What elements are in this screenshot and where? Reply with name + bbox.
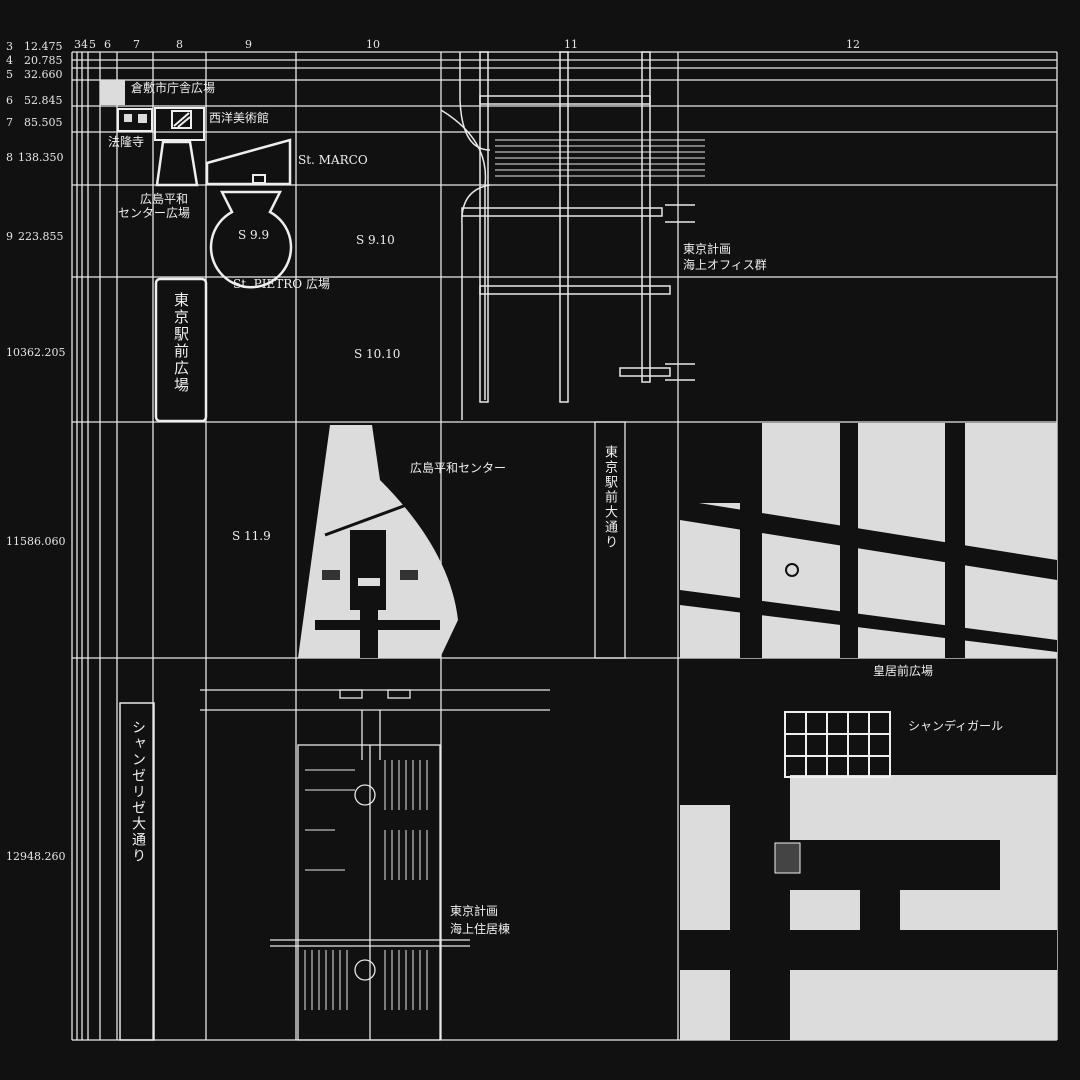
row-number: 7 (6, 116, 13, 129)
imperial-plaza-map (680, 423, 1057, 658)
row-value: 52.845 (24, 94, 63, 107)
col-label: 3 (74, 38, 81, 51)
marine-office-grid (440, 51, 705, 420)
tokyo-station-avenue-shape (594, 421, 626, 659)
champs-elysees-shape (119, 702, 155, 1041)
imperial-plaza-label: 皇居前広場 (873, 663, 933, 678)
western-museum-label: 西洋美術館 (209, 110, 269, 125)
hiroshima-plaza-shape (155, 140, 199, 187)
scale-label: S 9.10 (356, 233, 395, 247)
row-value: 20.785 (24, 54, 63, 67)
row-value: 12.475 (24, 40, 63, 53)
place-labels: 倉敷市庁舎広場 西洋美術館 法隆寺 St. MARCO 広島平和 センター広場 … (108, 80, 1003, 936)
scale-label: S 9.9 (238, 228, 269, 242)
row-number: 4 (6, 54, 13, 67)
tokyo-station-plaza-shape (154, 277, 208, 423)
row-number: 5 (6, 68, 13, 81)
chandigarh-plan (680, 711, 1057, 1040)
st-marco-shape (205, 138, 292, 186)
hiroshima-peace-center-map (298, 425, 458, 658)
col-label: 11 (564, 38, 578, 51)
col-label: 9 (245, 38, 252, 51)
row-value: 223.855 (18, 230, 64, 243)
hiroshima-plaza-label: センター広場 (118, 206, 190, 220)
row-number: 10 (6, 346, 20, 359)
row-value: 85.505 (24, 116, 63, 129)
hiroshima-center-label: 広島平和センター (410, 460, 506, 475)
kurashiki-plaza-shape (100, 80, 125, 105)
hiroshima-plaza-label: 広島平和 (140, 191, 188, 206)
horyuji-shape (117, 108, 153, 132)
kurashiki-label: 倉敷市庁舎広場 (131, 80, 215, 95)
row-number: 3 (6, 40, 13, 53)
horyuji-label: 法隆寺 (108, 134, 144, 149)
col-label: 10 (366, 38, 380, 51)
tokyo-station-plaza-label: 東京駅前広場 (172, 292, 190, 394)
st-marco-label: St. MARCO (298, 153, 368, 167)
tokyo-plan-office-label: 東京計画 (683, 241, 731, 256)
col-label: 4 (81, 38, 88, 51)
st-pietro-label: St. PIETRO 広場 (233, 277, 330, 291)
tokyo-plan-residence-label: 東京計画 (450, 903, 498, 918)
row-number: 8 (6, 151, 13, 164)
scale-label: S 11.9 (232, 529, 271, 543)
col-label: 5 (89, 38, 96, 51)
tokyo-plan-residence-label: 海上住居棟 (450, 921, 510, 936)
col-label: 8 (176, 38, 183, 51)
column-axis: 3 4 5 6 7 8 9 10 11 12 (74, 38, 860, 51)
scale-label: S 10.10 (354, 347, 400, 361)
row-value: 362.205 (20, 346, 66, 359)
col-label: 6 (104, 38, 111, 51)
col-label: 7 (133, 38, 140, 51)
marine-residence-plan (200, 689, 550, 1041)
row-value: 32.660 (24, 68, 63, 81)
champs-elysees-label: シャンゼリゼ大通り (130, 720, 146, 864)
western-museum-shape (154, 107, 205, 141)
row-number: 12 (6, 850, 20, 863)
tokyo-station-avenue-label: 東京駅前大通り (602, 445, 617, 550)
row-number: 9 (6, 230, 13, 243)
row-number: 11 (6, 535, 20, 548)
row-value: 948.260 (20, 850, 66, 863)
chandigarh-label: シャンディガール (908, 718, 1003, 733)
col-label: 12 (846, 38, 860, 51)
row-value: 586.060 (20, 535, 66, 548)
row-value: 138.350 (18, 151, 64, 164)
st-pietro-shape (209, 190, 293, 289)
tokyo-plan-office-label: 海上オフィス群 (683, 257, 767, 272)
row-number: 6 (6, 94, 13, 107)
